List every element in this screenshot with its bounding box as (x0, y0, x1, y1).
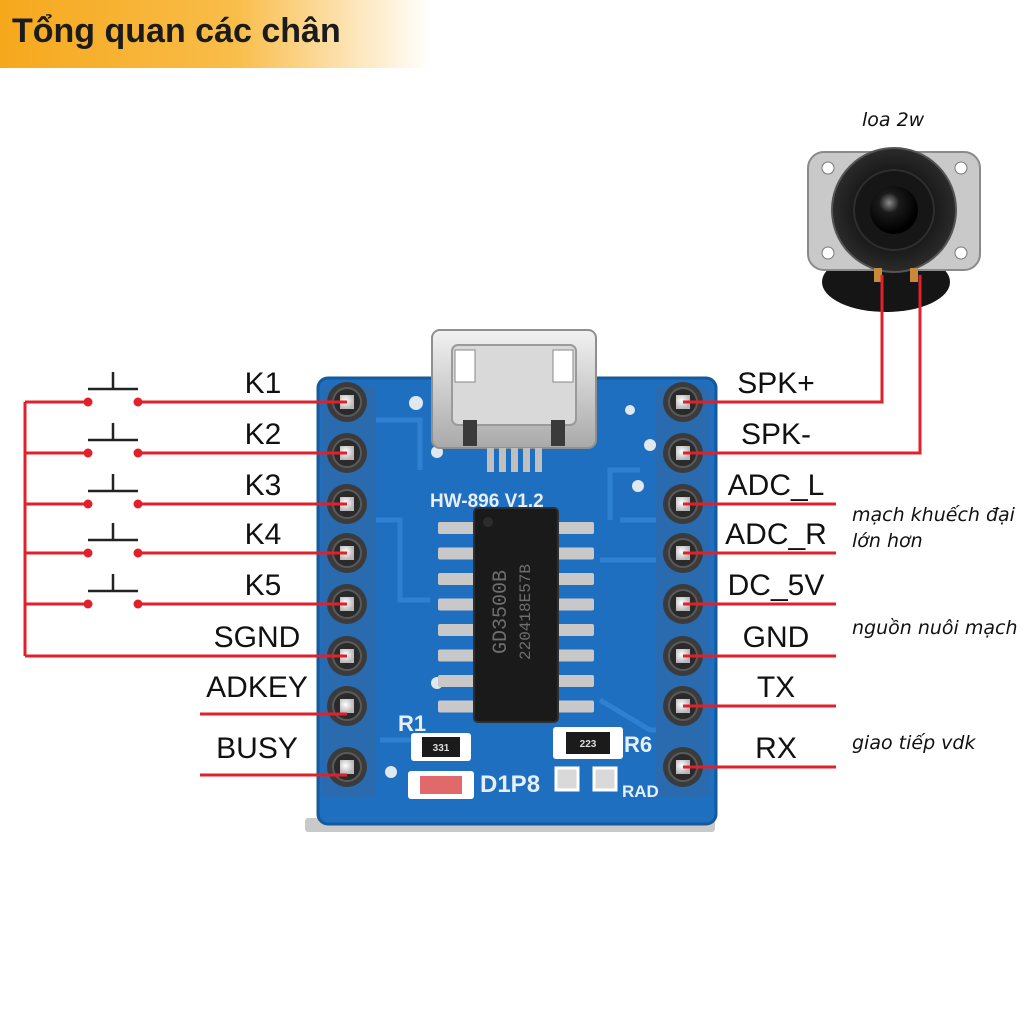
d1p8-silkscreen: D1P8 (480, 771, 540, 798)
page-title: Tổng quan các chân (12, 12, 341, 50)
chip-pin-left (438, 649, 478, 662)
speaker-image (807, 147, 981, 312)
pin-label-k5: K5 (245, 569, 282, 602)
chip-pin-right (554, 522, 594, 534)
chip-pin-right (554, 624, 594, 636)
pin-label-k2: K2 (245, 418, 282, 451)
smd-components: 331 223 (408, 727, 623, 799)
pin-label-busy: BUSY (216, 732, 298, 765)
left-pin-pad-8 (327, 747, 367, 787)
resistor-r6-value: 223 (580, 739, 597, 750)
chip-pin-left (438, 573, 478, 585)
speaker-label: loa 2w (862, 109, 925, 131)
chip-pin-right (554, 547, 594, 560)
usb-connector (431, 329, 597, 472)
chip-pin-right (554, 573, 594, 585)
speaker-wires (683, 275, 922, 455)
pin-label-adkey: ADKEY (206, 671, 308, 704)
left-pin-pad-7 (327, 686, 367, 726)
r1-silkscreen: R1 (398, 711, 426, 736)
note-amplifier-line2: lớn hơn (852, 530, 923, 552)
push-button-k1 (25, 372, 143, 407)
push-button-k2 (25, 423, 143, 458)
button-bus-wire (23, 402, 347, 658)
chip-pin-right (554, 598, 594, 611)
board-model-label: HW-896 V1.2 (430, 491, 544, 512)
chip-pin-left (438, 547, 478, 560)
pin-label-k4: K4 (245, 518, 282, 551)
note-power: nguồn nuôi mạch (852, 617, 1018, 639)
push-button-k3 (25, 474, 143, 509)
spk-plus-wire (683, 275, 884, 404)
note-amplifier-line1: mạch khuếch đại (852, 504, 1016, 526)
title-banner: Tổng quan các chân (0, 0, 430, 68)
pin-label-k3: K3 (245, 469, 282, 502)
pin-label-gnd: GND (743, 621, 810, 654)
pin-label-spk: SPK- (741, 418, 811, 451)
push-button-k4 (25, 523, 143, 558)
spk-minus-wire (683, 275, 922, 455)
pin-label-rx: RX (755, 732, 797, 765)
push-button-k5 (25, 574, 143, 609)
chip-pin-left (438, 522, 478, 534)
note-mcu: giao tiếp vdk (852, 732, 976, 754)
chip-pin-right (554, 649, 594, 662)
chip-marking-1: GD3500B (490, 570, 513, 654)
pin-label-tx: TX (757, 671, 795, 704)
pin-label-spk: SPK+ (737, 367, 815, 400)
chip-pin-left (438, 624, 478, 636)
pin-label-k1: K1 (245, 367, 282, 400)
audio-chip: GD3500B 220418E57B (438, 507, 594, 723)
pin-label-adc-r: ADC_R (725, 518, 827, 551)
chip-pin-left (438, 675, 478, 687)
chip-pin-right (554, 700, 594, 713)
chip-pin-right (554, 675, 594, 687)
right-pin-pad-5 (663, 584, 703, 624)
pin-label-sgnd: SGND (214, 621, 301, 654)
pin-label-dc-5v: DC_5V (728, 569, 825, 602)
resistor-r1-value: 331 (433, 743, 450, 754)
rad-silkscreen: RAD (622, 782, 659, 801)
r6-silkscreen: R6 (624, 732, 652, 757)
pin-label-adc-l: ADC_L (728, 469, 825, 502)
chip-marking-2: 220418E57B (517, 564, 535, 660)
chip-pin-left (438, 700, 478, 713)
chip-pin-left (438, 598, 478, 611)
